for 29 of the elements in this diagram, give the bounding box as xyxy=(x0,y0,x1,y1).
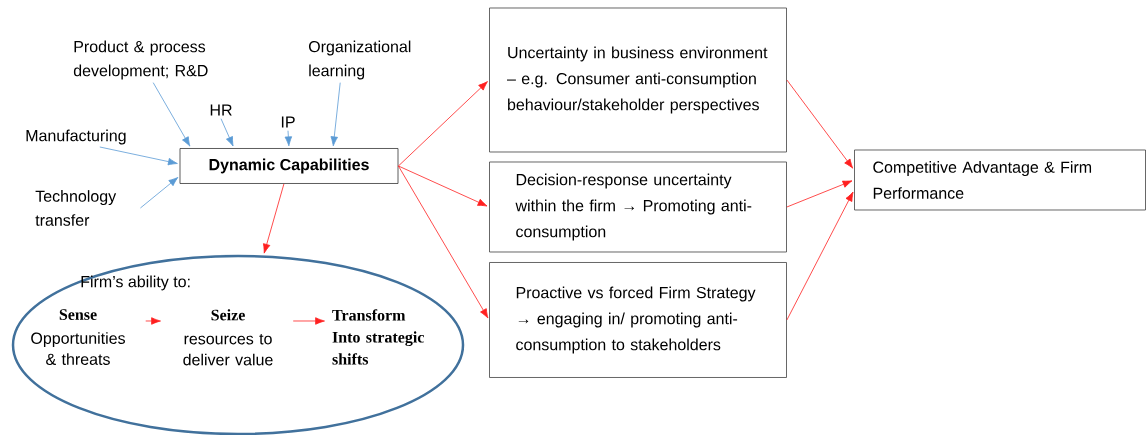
process-box: Decision-response uncertainty within the firm → Promoting anti-consumption xyxy=(489,161,787,253)
arrow xyxy=(398,81,488,167)
arrow xyxy=(220,118,234,147)
arrow xyxy=(263,183,285,254)
arrow xyxy=(330,82,341,147)
factor-label: IP xyxy=(281,116,295,128)
factor-label: Organizational learning xyxy=(308,40,411,80)
factor-label: Technology transfer xyxy=(35,190,117,226)
arrow xyxy=(786,180,853,208)
arrow xyxy=(140,177,179,209)
arrow xyxy=(99,146,178,166)
arrow xyxy=(786,79,854,169)
process-box: Proactive vs forced Firm Strategy → engaging in/ promoting anti-consumption to stakeholders xyxy=(489,262,787,378)
process-box: Dynamic Capabilities xyxy=(179,148,399,184)
arrow xyxy=(398,165,489,319)
arrow xyxy=(292,317,325,325)
arrow xyxy=(152,82,191,147)
stage-text: Transform Into strategic shifts xyxy=(332,309,424,365)
factor-label: HR xyxy=(210,104,232,116)
stage-text: Seize resources to deliver value xyxy=(183,309,273,366)
factor-label: Manufacturing xyxy=(26,129,126,145)
arrow xyxy=(284,130,293,147)
process-box: Uncertainty in business environment – e.g. Consumer anti-consumption behaviour/stakeholder perspectives xyxy=(489,7,787,153)
arrow xyxy=(398,165,488,207)
process-box: Competitive Advantage & Firm Performance xyxy=(854,149,1146,211)
arrow xyxy=(145,317,161,325)
factor-label: Product & process development; R&D xyxy=(73,40,208,80)
stage-text: Sense Opportunities & threats xyxy=(31,309,125,365)
arrow xyxy=(786,191,854,321)
